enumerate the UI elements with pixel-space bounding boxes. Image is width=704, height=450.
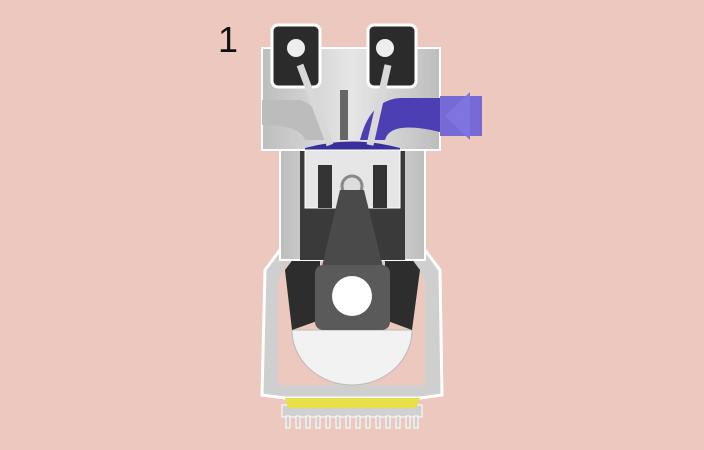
spark-plug xyxy=(340,90,348,140)
exhaust-cam-lobe xyxy=(287,39,305,57)
intake-cam-lobe xyxy=(376,39,394,57)
crank-pin xyxy=(332,276,372,316)
crank-counterweight xyxy=(291,329,413,386)
piston-skirt-right xyxy=(373,165,387,208)
intake-cam-housing xyxy=(366,23,418,89)
intake-arrow-head xyxy=(445,92,470,140)
exhaust-port xyxy=(262,100,325,140)
crankcase-left-dark xyxy=(285,250,320,330)
connecting-rod xyxy=(320,190,385,275)
cooling-fins xyxy=(281,404,423,429)
exhaust-valve-stem xyxy=(296,63,334,147)
oil-sump xyxy=(285,398,420,408)
intake-valve-stem xyxy=(366,64,392,146)
piston-skirt-left xyxy=(318,165,332,208)
stroke-number-label: 1 xyxy=(218,19,239,60)
crankcase-right-dark xyxy=(385,250,420,330)
